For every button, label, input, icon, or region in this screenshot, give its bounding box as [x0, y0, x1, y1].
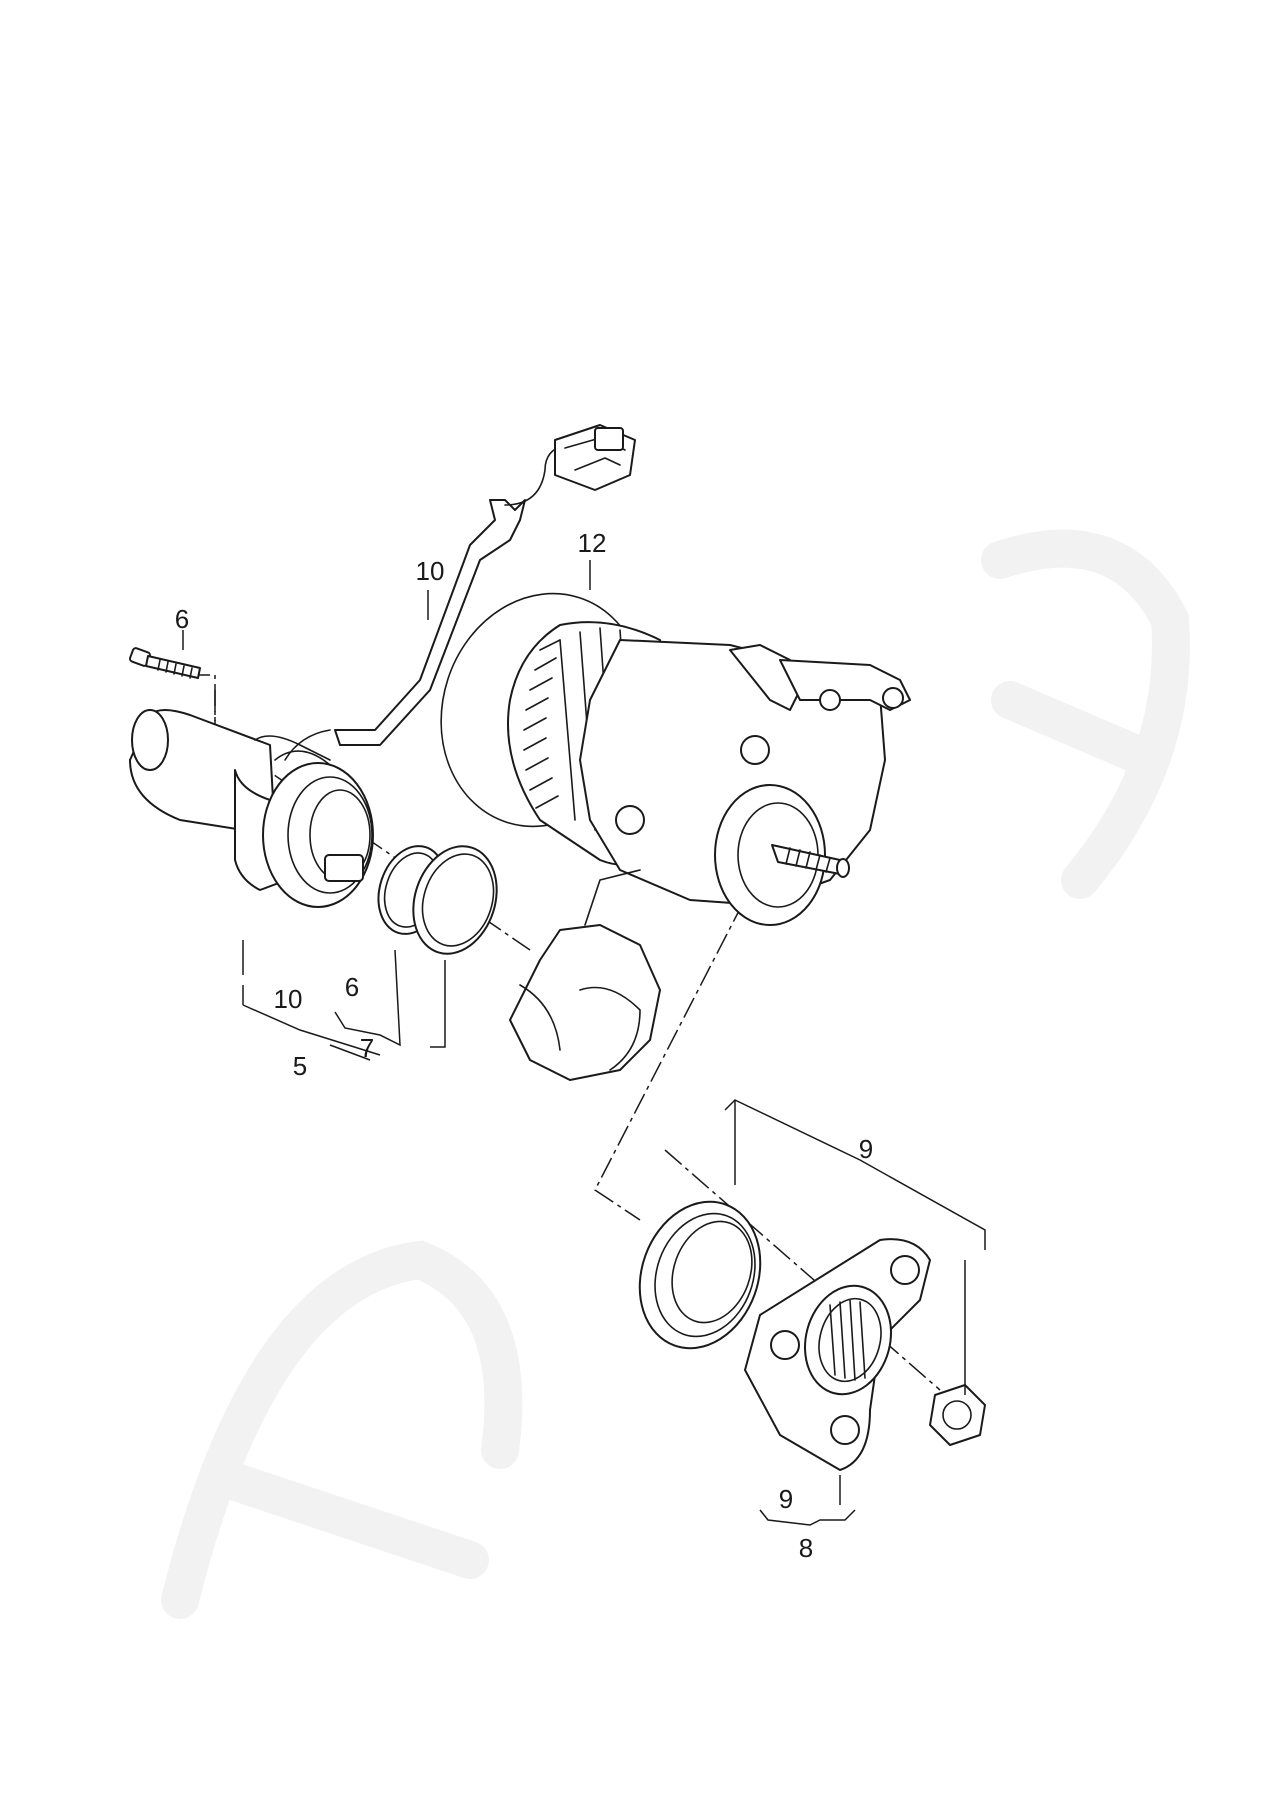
shaft-seal-part-9: [638, 1200, 762, 1350]
main-drive-unit: [507, 621, 911, 1081]
connector-plug: [554, 424, 636, 491]
callout-6-bolt: 6: [175, 604, 189, 634]
watermark: [161, 529, 1190, 1619]
flange-part-8: [744, 1238, 931, 1471]
actuator-motor-assembly: [129, 709, 374, 908]
callout-labels: 12 10 6 10 6 7 5 9 9 8: [175, 528, 873, 1563]
callout-9-flange: 9: [779, 1484, 793, 1514]
callout-9-seal: 9: [859, 1134, 873, 1164]
callout-7: 7: [360, 1033, 374, 1063]
leader-lines: [182, 560, 986, 1526]
callout-6-seal: 6: [345, 972, 359, 1002]
output-shaft: [771, 844, 850, 878]
callout-5: 5: [293, 1051, 307, 1081]
seal-rings-parts-6-7: [377, 845, 498, 955]
callout-10-harness: 10: [416, 556, 445, 586]
hex-nut: [929, 1384, 986, 1446]
callout-8: 8: [799, 1533, 813, 1563]
bolt-part-6: [128, 647, 201, 679]
callout-10-motor: 10: [274, 984, 303, 1014]
wiring-harness-part-10: [284, 424, 636, 761]
callout-12: 12: [578, 528, 607, 558]
